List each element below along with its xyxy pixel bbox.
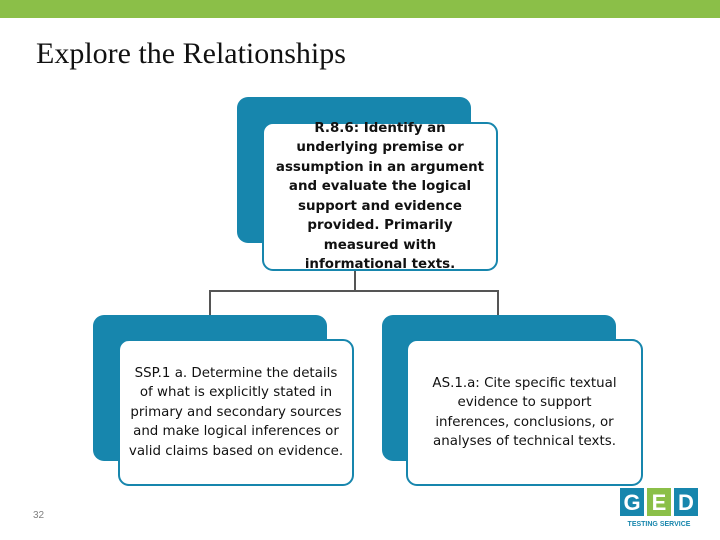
page-number: 32 <box>33 510 45 521</box>
connector-right-drop <box>497 290 499 316</box>
right-node-text: AS.1.a: Cite specific textual evidence t… <box>432 375 617 450</box>
page-title: Explore the Relationships <box>36 37 346 70</box>
top-accent-bar <box>0 0 720 18</box>
logo-letter-d: D <box>678 490 694 515</box>
left-node-text: SSP.1 a. Determine the details of what i… <box>128 365 344 459</box>
top-node: R.8.6: Identify an underlying premise or… <box>262 121 498 272</box>
logo-letter-g: G <box>623 490 640 515</box>
connector-trunk <box>354 271 356 291</box>
ged-testing-service-logo: G E D TESTING SERVICE <box>620 488 698 528</box>
left-node: SSP.1 a. Determine the details of what i… <box>118 339 354 486</box>
logo-letter-e: E <box>652 490 667 515</box>
connector-horizontal <box>209 290 499 292</box>
connector-left-drop <box>209 290 211 316</box>
top-node-text: R.8.6: Identify an underlying premise or… <box>275 120 485 273</box>
right-node: AS.1.a: Cite specific textual evidence t… <box>406 339 643 486</box>
logo-tagline: TESTING SERVICE <box>628 521 691 528</box>
